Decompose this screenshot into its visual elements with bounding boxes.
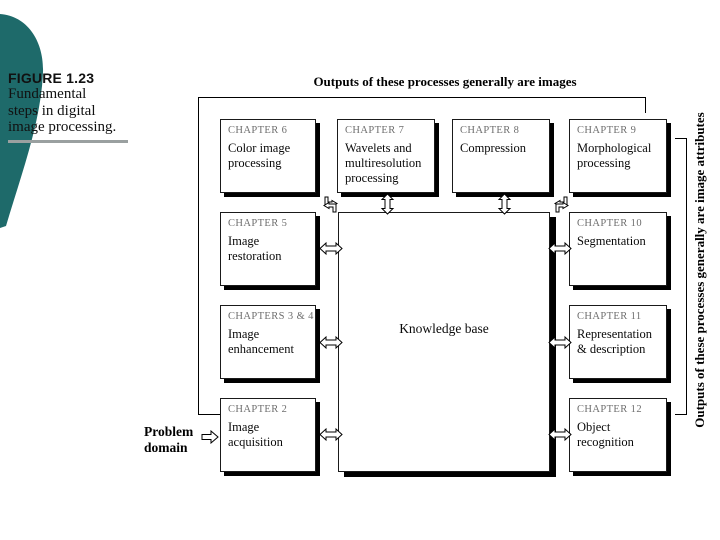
caption-underline [8,140,128,143]
chapter-label: CHAPTER 11 [577,311,642,322]
chapter-box-3-4: CHAPTERS 3 & 4 Image enhancement [220,305,316,379]
double-arrow-vertical-icon [497,193,512,215]
knowledge-base-label: Knowledge base [399,321,489,336]
chapter-title: Wavelets and multiresolution processing [345,141,422,185]
double-arrow-horizontal-icon [319,335,343,350]
corner-accent-shape [0,14,44,228]
right-bracket-top-stub-line [675,138,686,139]
chapter-label: CHAPTER 5 [228,218,288,229]
chapter-title: Image acquisition [228,420,283,449]
double-arrow-horizontal-icon [548,335,572,350]
chapter-label: CHAPTER 2 [228,404,288,415]
chapter-box-12: CHAPTER 12 Object recognition [569,398,667,472]
chapter-label: CHAPTER 8 [460,125,520,136]
chapter-box-9: CHAPTER 9 Morphological processing [569,119,667,193]
chapter-box-8: CHAPTER 8 Compression [452,119,550,193]
chapter-title: Representation & description [577,327,652,356]
top-bracket-right-stub-line [645,97,646,113]
chapter-title: Object recognition [577,420,634,449]
chapter-title: Color image processing [228,141,291,170]
right-banner-label: Outputs of these processes generally are… [692,112,707,428]
chapter-box-5: CHAPTER 5 Image restoration [220,212,316,286]
chapter-title: Image enhancement [228,327,294,356]
chapter-label: CHAPTER 9 [577,125,637,136]
chapter-box-2: CHAPTER 2 Image acquisition [220,398,316,472]
top-banner-label: Outputs of these processes generally are… [313,74,577,89]
corner-accent-path [0,14,44,228]
double-arrow-horizontal-icon [319,241,343,256]
left-bracket-vertical-line [198,97,199,415]
double-arrow-horizontal-icon [319,427,343,442]
problem-domain-label: Problem domain [144,424,194,455]
chapter-box-10: CHAPTER 10 Segmentation [569,212,667,286]
figure-caption: Fundamental steps in digital image proce… [8,86,117,135]
chapter-label: CHAPTER 7 [345,125,405,136]
left-bracket-stub-line [198,414,221,415]
double-arrow-horizontal-icon [548,241,572,256]
right-arrow-icon [201,430,219,444]
figure-label: FIGURE 1.23 [8,70,95,86]
double-arrow-vertical-icon [380,193,395,215]
chapter-label: CHAPTER 12 [577,404,642,415]
chapter-label: CHAPTERS 3 & 4 [228,311,314,322]
knowledge-base-box: Knowledge base [338,212,550,472]
chapter-label: CHAPTER 10 [577,218,642,229]
bent-double-arrow-icon [323,196,338,213]
top-bracket-horizontal-line [198,97,646,98]
chapter-label: CHAPTER 6 [228,125,288,136]
chapter-title: Compression [460,141,526,155]
chapter-title: Segmentation [577,234,646,248]
chapter-title: Image restoration [228,234,282,263]
chapter-box-11: CHAPTER 11 Representation & description [569,305,667,379]
chapter-title: Morphological processing [577,141,652,170]
chapter-box-6: CHAPTER 6 Color image processing [220,119,316,193]
bent-double-arrow-icon [554,196,569,213]
chapter-box-7: CHAPTER 7 Wavelets and multiresolution p… [337,119,435,193]
double-arrow-horizontal-icon [548,427,572,442]
right-bracket-bottom-stub-line [675,414,686,415]
right-bracket-vertical-line [686,138,687,415]
